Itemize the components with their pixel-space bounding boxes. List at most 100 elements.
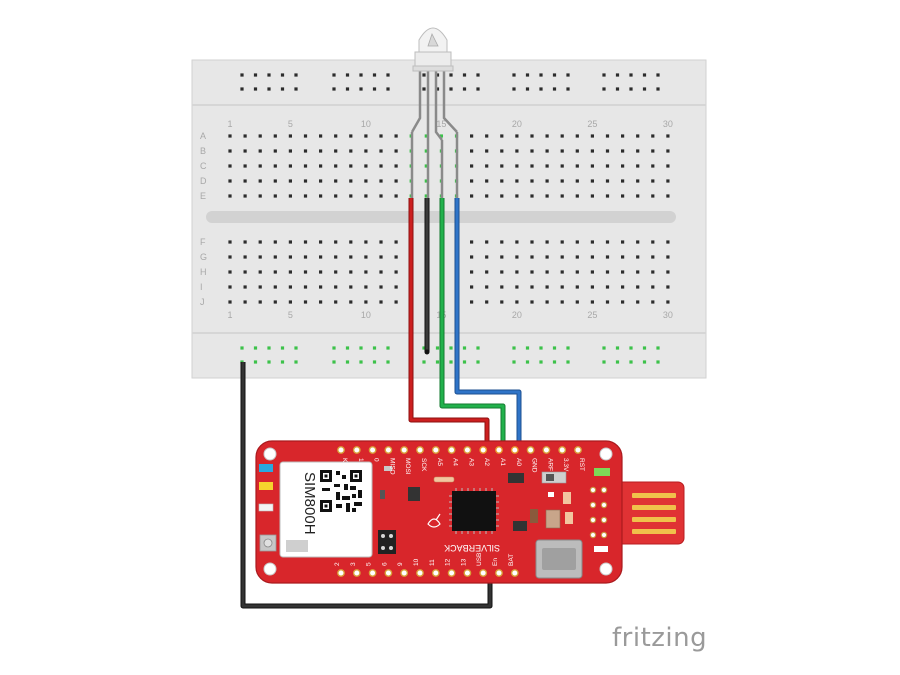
breadboard-hole [666,134,670,138]
pin-label: Key [341,458,348,470]
breadboard-hole [470,255,474,259]
breadboard-hole [243,300,247,304]
breadboard-hole [651,240,655,244]
pin-label: 10 [413,558,420,566]
breadboard-hole [243,164,247,168]
breadboard-hole [228,285,232,289]
breadboard-hole [605,179,610,183]
breadboard-hole [364,149,368,153]
breadboard-hole [394,255,398,259]
breadboard-hole [273,270,277,274]
pin-label: BAT [508,554,515,566]
rail-hole [240,87,244,91]
breadboard-hole [575,285,579,289]
breadboard-hole [364,240,368,244]
rail-hole [462,87,467,91]
breadboard-hole [273,149,277,153]
breadboard-hole [560,164,564,168]
rail-hole [280,346,285,350]
rail-hole [512,73,516,77]
breadboard-hole [545,179,549,183]
rail-hole [386,346,390,350]
breadboard-hole [319,270,323,274]
breadboard-hole [666,300,670,304]
breadboard-hole [485,164,489,168]
breadboard-hole [379,255,383,259]
rgb-led [410,27,459,198]
rail-hole [552,346,557,350]
rail-hole [345,73,350,77]
green-wire-core [440,198,505,450]
breadboard-hole [334,300,338,304]
breadboard-hole [470,300,474,304]
pin-pad [352,446,361,454]
column-label: 30 [663,310,673,320]
breadboard-hole [349,300,353,304]
breadboard-hole [636,164,640,168]
pin-pad [416,446,424,454]
breadboard-hole [530,240,534,244]
rail-hole [435,346,440,350]
breadboard-hole [651,270,655,274]
rail-hole [566,87,570,91]
breadboard-hole [258,300,262,304]
rail-hole [267,360,271,364]
breadboard-hole [470,179,474,183]
breadboard-hole [485,134,489,138]
breadboard-hole [621,240,625,244]
pin-label: A3 [467,458,474,466]
breadboard-hole [364,255,368,259]
breadboard-hole [228,194,232,198]
breadboard-hole [575,179,579,183]
breadboard-hole [515,179,519,183]
breadboard-hole [319,164,323,168]
breadboard-hole [288,240,292,244]
column-label: 5 [288,119,293,129]
rail-hole [602,73,606,77]
rail-hole [642,73,647,77]
rail-hole [462,73,467,77]
breadboard-hole [424,149,428,153]
breadboard-hole [590,270,594,274]
pin-label: 0 [373,458,380,462]
breadboard-hole [334,149,338,153]
column-label: 10 [361,310,371,320]
reset-header [378,530,396,554]
module-label: SIM800H [301,472,318,535]
breadboard-hole [379,240,383,244]
breadboard-hole [288,179,292,183]
rail-hole [294,87,298,91]
column-label: 5 [288,310,293,320]
rail-hole [602,360,606,364]
breadboard-hole [424,179,428,183]
breadboard-hole [364,270,368,274]
breadboard-hole [379,300,383,304]
breadboard-hole [319,300,323,304]
breadboard-hole [530,255,534,259]
rail-hole [539,73,543,77]
breadboard-hole [666,179,670,183]
breadboard-hole [590,194,594,198]
breadboard-hole [349,164,353,168]
breadboard-hole [303,285,308,289]
breadboard-hole [334,179,338,183]
breadboard-hole [273,285,277,289]
breadboard-hole [364,300,368,304]
rail-hole [253,73,258,77]
breadboard-hole [273,300,277,304]
column-label: 15 [436,119,446,129]
breadboard-hole [228,240,232,244]
breadboard-hole [485,285,489,289]
breadboard-hole [319,149,323,153]
breadboard-hole [651,194,655,198]
rail-hole [253,360,258,364]
breadboard-hole [258,240,262,244]
breadboard-hole [424,134,428,138]
breadboard-hole [575,164,579,168]
rail-hole [449,87,453,91]
breadboard-hole [258,149,262,153]
rail-hole [642,360,647,364]
breadboard-hole [530,300,534,304]
